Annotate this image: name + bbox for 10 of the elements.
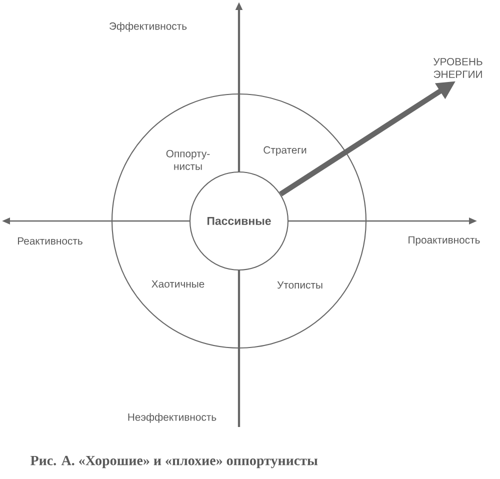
quadrant-label: Стратеги <box>264 146 306 156</box>
arrow-label: УРОВЕНЬ ЭНЕРГИИ <box>433 58 482 78</box>
axis-label: Неэффективность <box>128 413 216 423</box>
axis-label: Реактивность <box>18 237 82 245</box>
axis-label: Эффективность <box>110 22 187 32</box>
figure-caption: Рис. А. «Хорошие» и «плохие» оппортунисты <box>30 456 318 468</box>
quadrant-label: Оппорту- нисты <box>166 150 210 170</box>
axis-label: Проактивность <box>408 236 480 246</box>
quadrant-label: Утописты <box>277 281 322 289</box>
quadrant-label: Хаотичные <box>152 280 204 288</box>
